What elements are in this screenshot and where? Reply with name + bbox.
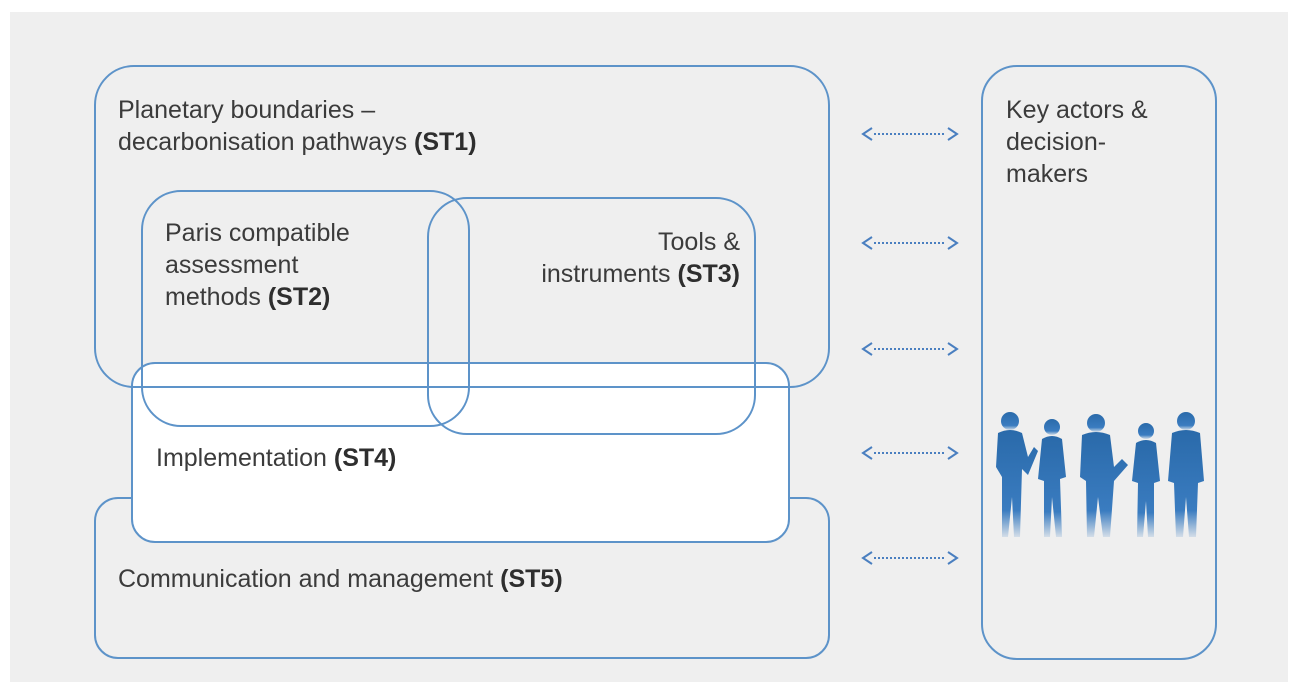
people-silhouette-icon xyxy=(996,412,1204,537)
st4-label: Implementation (ST4) xyxy=(156,442,396,474)
actors-line2: decision- xyxy=(1006,128,1107,156)
st1-line1: Planetary boundaries – xyxy=(118,96,376,124)
st3-box xyxy=(427,197,756,435)
actors-label: Key actors & decision- makers xyxy=(1006,94,1148,190)
st2-box xyxy=(141,190,470,427)
st2-line2: assessment xyxy=(165,251,299,279)
double-arrow-icon xyxy=(861,236,959,250)
st3-line2: instruments xyxy=(541,260,678,288)
st1-label: Planetary boundaries – decarbonisation p… xyxy=(118,94,477,158)
st2-label: Paris compatible assessment methods (ST2… xyxy=(165,217,350,313)
double-arrow-icon xyxy=(861,446,959,460)
st3-tag: (ST3) xyxy=(677,260,741,288)
st2-line3: methods xyxy=(165,283,268,311)
double-arrow-icon xyxy=(861,342,959,356)
st4-text: Implementation xyxy=(156,444,334,472)
actors-line1: Key actors & xyxy=(1006,96,1148,124)
st3-line1: Tools & xyxy=(658,228,740,256)
st2-tag: (ST2) xyxy=(267,283,331,311)
st2-line1: Paris compatible xyxy=(165,219,350,247)
st5-label: Communication and management (ST5) xyxy=(118,563,563,595)
st1-line2: decarbonisation pathways xyxy=(118,128,415,156)
diagram-canvas: Planetary boundaries – decarbonisation p… xyxy=(10,12,1288,682)
st4-tag: (ST4) xyxy=(333,444,397,472)
st3-label: Tools & instruments (ST3) xyxy=(450,226,740,290)
actors-box xyxy=(981,65,1217,660)
st1-tag: (ST1) xyxy=(414,128,477,156)
st5-text: Communication and management xyxy=(118,565,501,593)
double-arrow-icon xyxy=(861,127,959,141)
st5-tag: (ST5) xyxy=(500,565,563,593)
actors-line3: makers xyxy=(1006,160,1088,188)
double-arrow-icon xyxy=(861,551,959,565)
